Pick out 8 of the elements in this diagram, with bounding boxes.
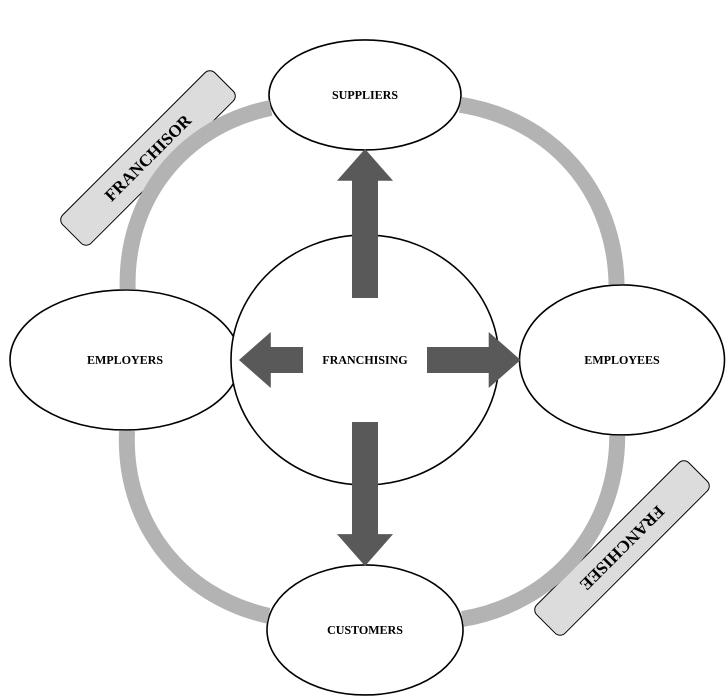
ellipse-node: EMPLOYEES: [518, 284, 726, 436]
ellipse-node: CUSTOMERS: [266, 564, 464, 696]
ring-arc: [458, 96, 625, 285]
ring-arc: [460, 435, 626, 627]
ellipse-node: SUPPLIERS: [268, 39, 462, 151]
ring-arc: [119, 430, 271, 624]
ring-arc: [120, 100, 273, 290]
ellipse-node: EMPLOYERS: [9, 289, 241, 431]
